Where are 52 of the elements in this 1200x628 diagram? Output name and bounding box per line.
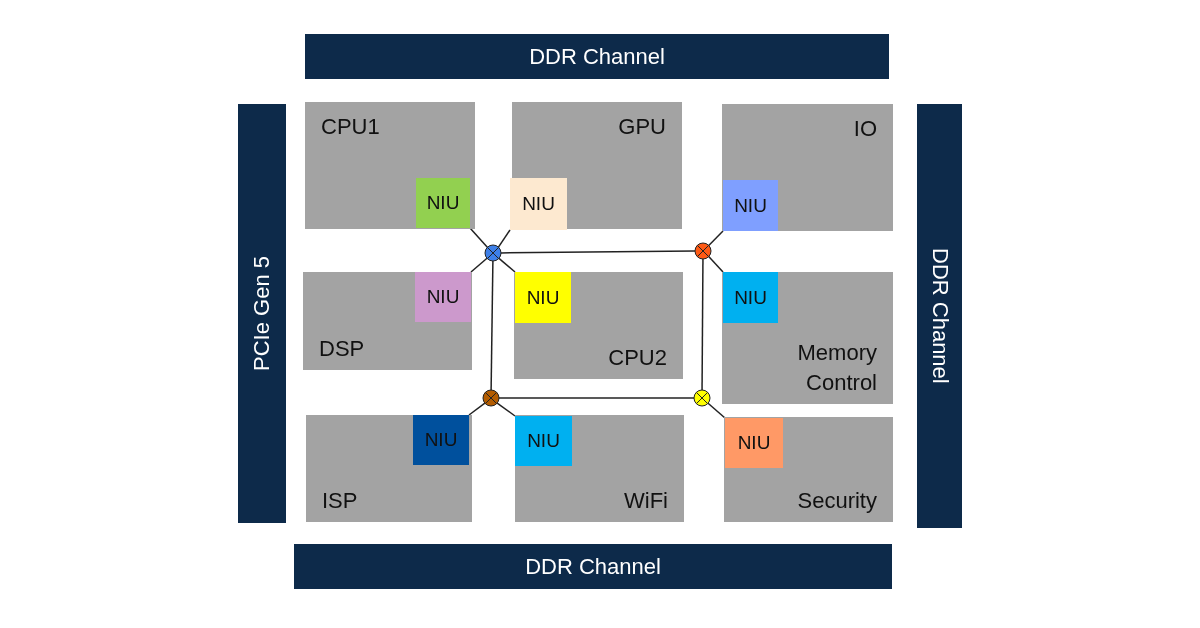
block-label: GPU (617, 113, 666, 141)
interface-box: NIU (515, 416, 572, 466)
connector-line (500, 250, 696, 254)
channel-bar (294, 544, 892, 589)
interface-box: NIU (413, 415, 469, 465)
bar-label: DDR Channel (926, 248, 953, 384)
connector-line (470, 257, 488, 273)
ip-block (303, 272, 472, 370)
block-label: Memory Control (796, 339, 877, 397)
connector-line (497, 229, 511, 248)
bar-label: DDR Channel (529, 43, 665, 70)
connector-line (469, 227, 489, 249)
block-label: Security (796, 487, 877, 515)
block-label: CPU2 (607, 344, 667, 372)
interface-box: NIU (515, 272, 571, 323)
block-label: IO (852, 115, 877, 143)
channel-bar (238, 104, 286, 523)
ip-block (722, 104, 893, 231)
router-icon (694, 242, 712, 260)
channel-bar (305, 34, 889, 79)
interface-box: NIU (723, 272, 778, 323)
connector-line (468, 402, 486, 416)
ip-block (306, 415, 472, 522)
block-label: CPU1 (321, 113, 380, 141)
connector-line (707, 255, 724, 273)
ip-block (515, 415, 684, 522)
connector-line (496, 402, 516, 417)
bar-label: PCIe Gen 5 (249, 256, 275, 371)
connector-line (701, 258, 704, 391)
interface-box: NIU (510, 178, 567, 230)
connector-line (707, 402, 726, 419)
ip-block (724, 417, 893, 522)
channel-bar (917, 104, 962, 528)
bar-label: DDR Channel (525, 553, 661, 580)
router-icon (484, 244, 502, 262)
ip-block (512, 102, 682, 229)
ip-block (722, 272, 893, 404)
connector-line (498, 397, 695, 399)
connector-line (708, 230, 724, 247)
block-label: DSP (319, 335, 365, 363)
ip-block (305, 102, 475, 229)
interface-box: NIU (415, 272, 471, 322)
connector-line (498, 257, 516, 273)
block-label: ISP (322, 487, 358, 515)
ip-block (514, 272, 683, 379)
interface-box: NIU (416, 178, 470, 228)
block-label: WiFi (623, 487, 668, 515)
router-icon (482, 389, 500, 407)
interface-box: NIU (723, 180, 778, 231)
connector-line (490, 260, 494, 391)
router-icon (693, 389, 711, 407)
interface-box: NIU (725, 418, 783, 468)
